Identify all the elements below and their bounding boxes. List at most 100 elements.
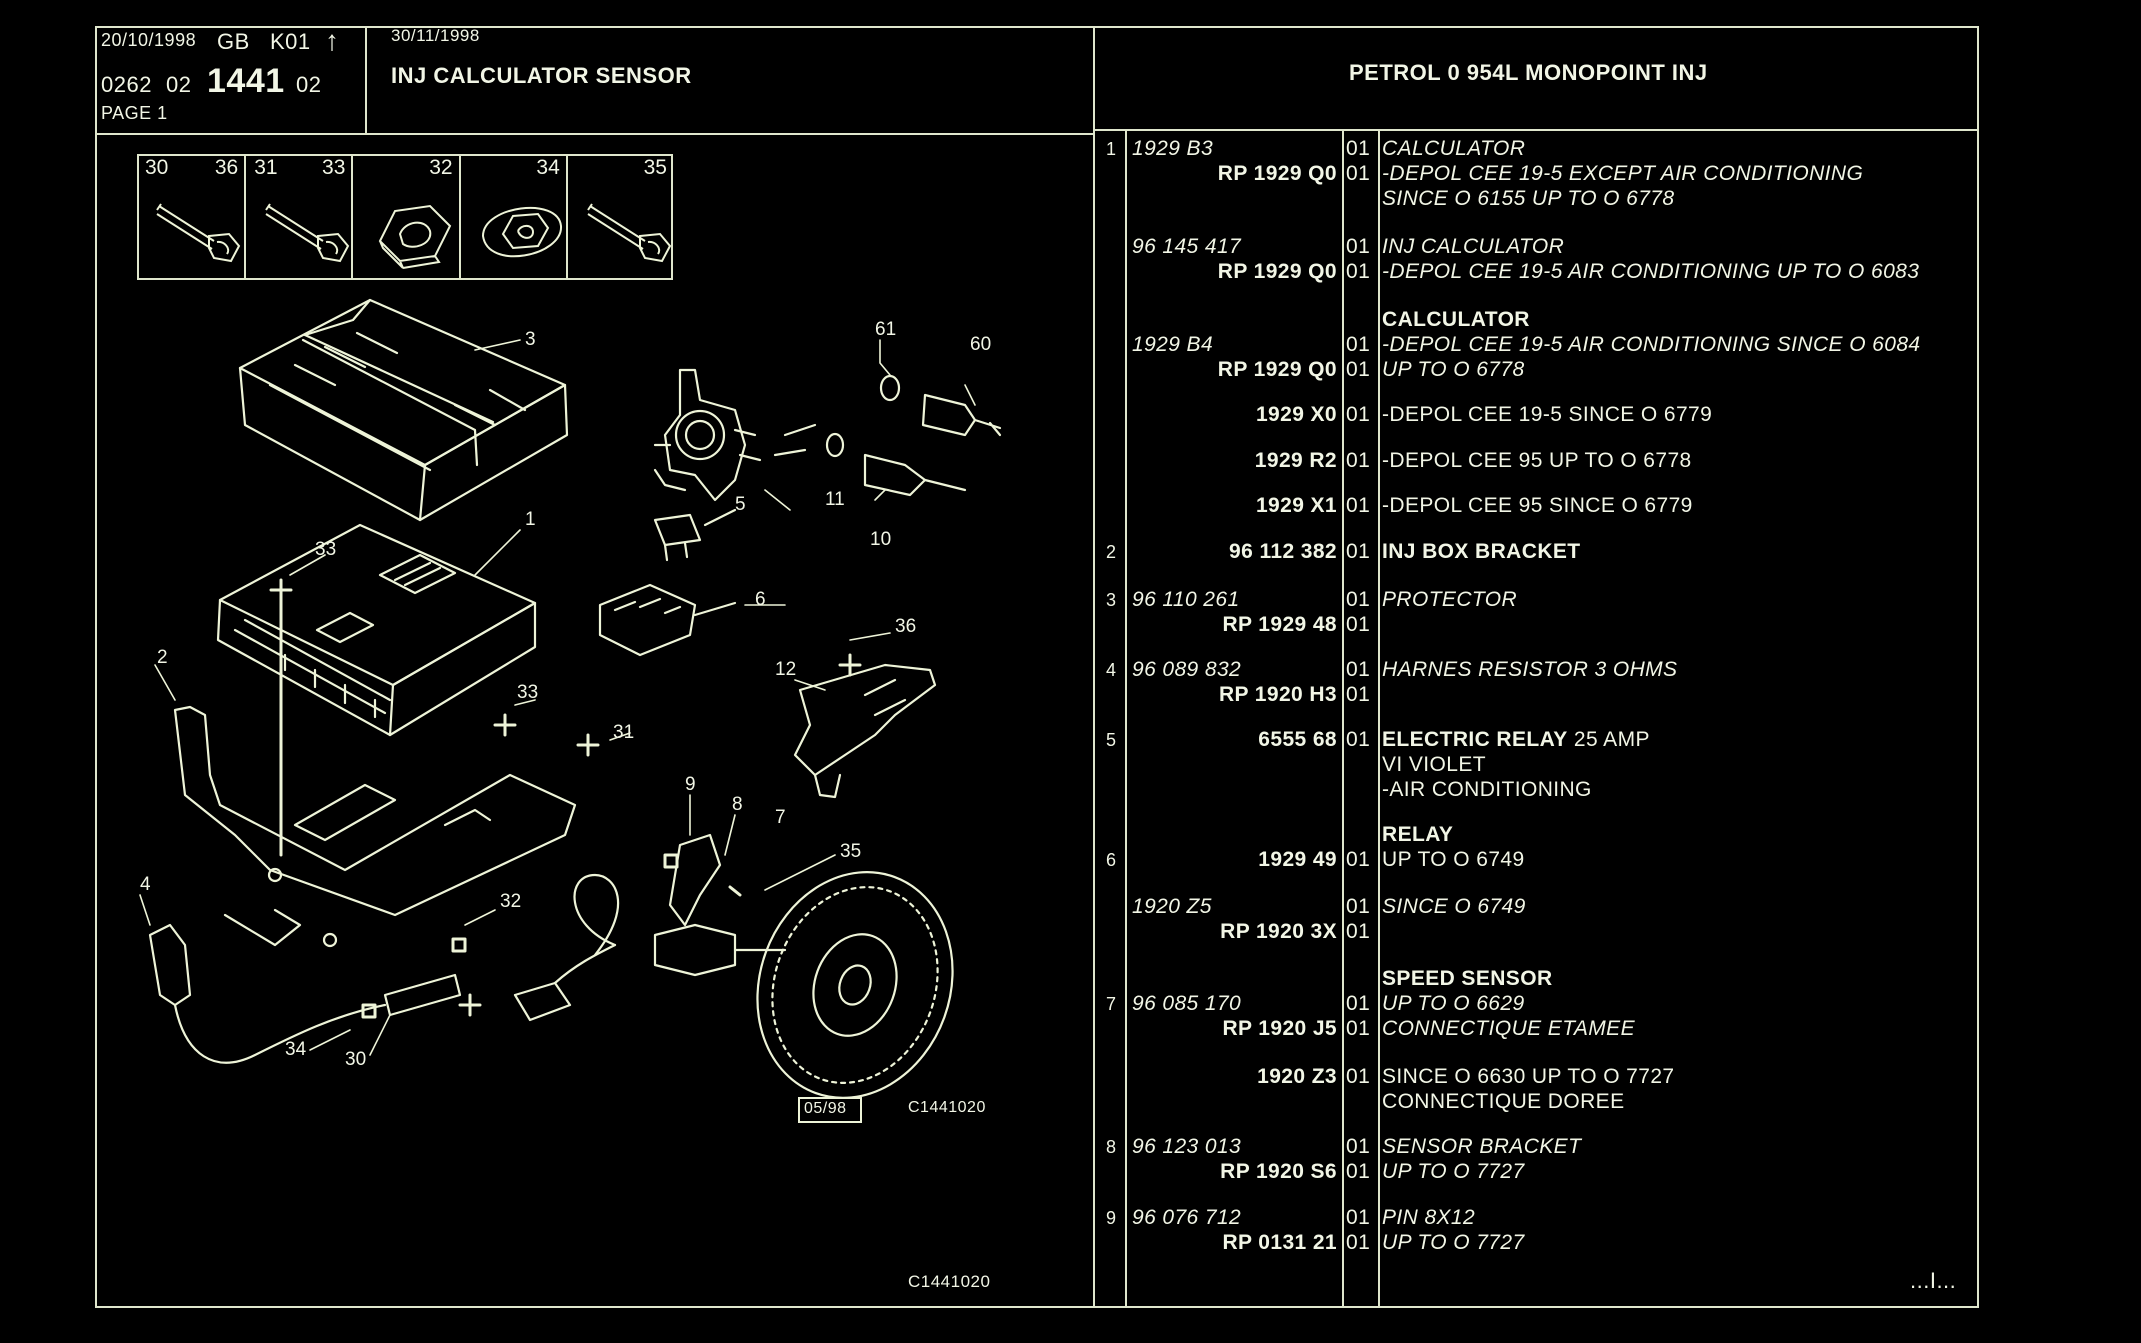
quantity: 01 — [1346, 403, 1371, 426]
fastener-box: 34 — [458, 154, 566, 280]
part-reference: 96 085 170 — [1132, 992, 1242, 1015]
quantity: 01 — [1346, 1231, 1371, 1254]
part-description: ELECTRIC RELAY 25 AMP — [1382, 728, 1650, 751]
quantity: 01 — [1346, 613, 1371, 636]
header-divider-1 — [365, 26, 367, 134]
part-reference: 96 110 261 — [1132, 588, 1240, 611]
calculator-unit — [216, 523, 537, 737]
doc-number: 1441 — [207, 62, 285, 100]
part-description-extra: 25 AMP — [1567, 728, 1650, 751]
continuation-mark: ...I... — [1910, 1268, 1957, 1293]
fastener-callout: 32 — [429, 156, 453, 179]
item-number: 6 — [1106, 850, 1117, 870]
diagram-reference-small: C1441020 — [908, 1099, 986, 1116]
quantity: 01 — [1346, 1206, 1371, 1229]
diagram-callout: 32 — [500, 891, 521, 912]
doc-prefix: 0262 — [101, 72, 152, 97]
arrow-up-icon: ↑ — [325, 25, 340, 56]
quantity: 01 — [1346, 920, 1371, 943]
part-description: SPEED SENSOR — [1382, 967, 1553, 990]
diagram-callout: 5 — [735, 494, 746, 515]
box-bracket — [173, 705, 577, 948]
diagram-callout: 3 — [525, 329, 536, 350]
part-reference: 1929 49 — [1258, 848, 1337, 871]
diagram-callout: 9 — [685, 774, 696, 795]
part-reference: 1920 Z3 — [1257, 1065, 1337, 1088]
diagram-callout: 33 — [517, 682, 538, 703]
item-number: 8 — [1106, 1137, 1117, 1157]
quantity: 01 — [1346, 540, 1371, 563]
part-description: CONNECTIQUE DOREE — [1382, 1090, 1625, 1113]
quantity: 01 — [1346, 260, 1371, 283]
part-description: CONNECTIQUE ETAMEE — [1382, 1017, 1635, 1040]
part-reference: RP 1920 3X — [1220, 920, 1337, 943]
part-reference: 1929 X1 — [1255, 494, 1337, 517]
relay-socket — [598, 583, 737, 657]
fastener-table — [137, 154, 673, 280]
parts-column-desc — [1378, 131, 1380, 1308]
part-reference: 1929 B4 — [1132, 333, 1214, 356]
part-reference: 6555 68 — [1258, 728, 1337, 751]
part-reference: RP 1929 48 — [1222, 613, 1337, 636]
header-bottom-right — [1093, 129, 1979, 131]
diagram-callout: 30 — [345, 1049, 366, 1070]
diagram-reference: C1441020 — [908, 1272, 991, 1291]
temperature-sensors — [773, 374, 1002, 497]
part-description: UP TO O 6778 — [1382, 358, 1525, 381]
diagram-callout: 60 — [970, 334, 991, 355]
part-description: -DEPOL CEE 19-5 AIR CONDITIONING SINCE O… — [1382, 333, 1921, 356]
diagram-callout: 7 — [775, 807, 786, 828]
part-reference: 96 145 417 — [1132, 235, 1242, 258]
part-description: UP TO O 7727 — [1382, 1231, 1525, 1254]
part-reference: 1920 Z5 — [1132, 895, 1212, 918]
diagram-callout: 33 — [315, 539, 336, 560]
fastener-callout: 36 — [214, 156, 239, 179]
fastener-box: 31 33 — [244, 154, 351, 280]
throttle-housing — [653, 368, 762, 502]
part-reference: RP 1929 Q0 — [1217, 162, 1337, 185]
part-description: -DEPOL CEE 95 UP TO O 6778 — [1382, 449, 1692, 472]
leader-lines — [139, 339, 976, 1056]
item-number: 2 — [1106, 542, 1117, 562]
page-label: PAGE 1 — [101, 103, 168, 123]
harness-resistor — [148, 923, 462, 1064]
sensor-bracket-12 — [793, 663, 937, 799]
item-number: 7 — [1106, 994, 1117, 1014]
date-stamp: 05/98 — [804, 1100, 847, 1117]
part-description: UP TO O 6749 — [1382, 848, 1525, 871]
part-description: PIN 8X12 — [1382, 1206, 1476, 1229]
diagram-callout: 31 — [613, 722, 634, 743]
part-reference: RP 1929 Q0 — [1217, 358, 1337, 381]
quantity: 01 — [1346, 333, 1371, 356]
item-number: 4 — [1106, 660, 1117, 680]
part-description: -AIR CONDITIONING — [1382, 778, 1592, 801]
quantity: 01 — [1346, 449, 1371, 472]
quantity: 01 — [1346, 358, 1371, 381]
quantity: 01 — [1346, 1160, 1371, 1183]
quantity: 01 — [1346, 728, 1371, 751]
part-reference: 1929 X0 — [1255, 403, 1337, 426]
diagram-callout: 34 — [285, 1039, 307, 1060]
fastener-callout: 33 — [322, 156, 346, 179]
part-reference: RP 0131 21 — [1222, 1231, 1337, 1254]
quantity: 01 — [1346, 162, 1371, 185]
part-description: -DEPOL CEE 19-5 AIR CONDITIONING UP TO O… — [1382, 260, 1920, 283]
page-title: INJ CALCULATOR SENSOR — [391, 63, 692, 88]
bolt-icon — [265, 203, 350, 263]
fastener-marks — [269, 578, 862, 1019]
diagram-callout: 1 — [525, 509, 536, 530]
part-reference: 96 112 382 — [1229, 540, 1337, 563]
fastener-callout: 31 — [254, 156, 278, 179]
part-reference: 1929 B3 — [1132, 137, 1214, 160]
part-reference: 1929 R2 — [1254, 449, 1337, 472]
part-reference: RP 1929 Q0 — [1217, 260, 1337, 283]
part-description: SINCE O 6749 — [1382, 895, 1526, 918]
doc-part-a: 02 — [166, 72, 192, 97]
item-number: 9 — [1106, 1208, 1117, 1228]
part-description: SENSOR BRACKET — [1382, 1135, 1582, 1158]
diagram-callout: 8 — [732, 794, 743, 815]
part-description: PROTECTOR — [1382, 588, 1518, 611]
